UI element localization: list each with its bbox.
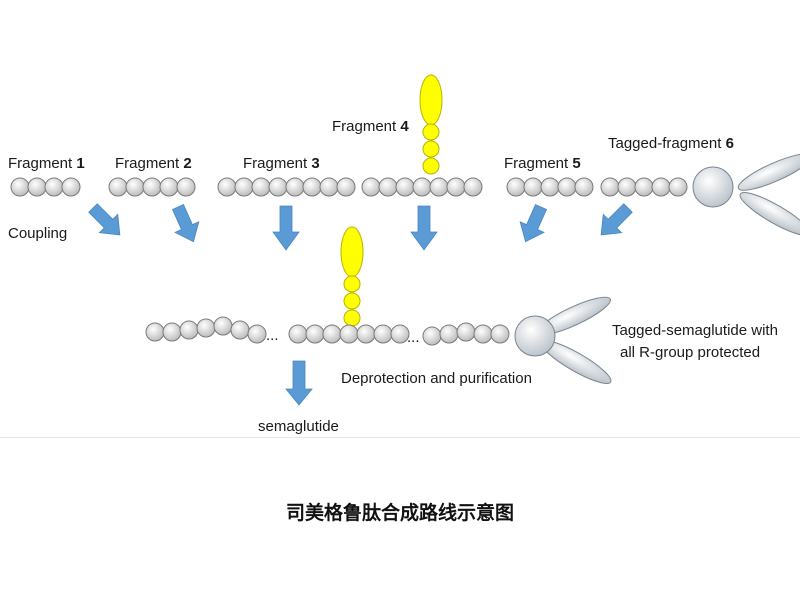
arrow-1 bbox=[88, 203, 121, 236]
arrow-4 bbox=[410, 205, 438, 251]
ellipsis-1: ... bbox=[266, 327, 279, 344]
fragment-1-label: Fragment 1 bbox=[8, 155, 85, 172]
arrow-5 bbox=[519, 204, 548, 243]
fragment-5-chain bbox=[506, 177, 594, 197]
figure-caption: 司美格鲁肽合成路线示意图 bbox=[285, 502, 514, 524]
coupling-arrows bbox=[88, 203, 633, 406]
fragment-6-label: Tagged-fragment 6 bbox=[608, 135, 734, 152]
fragment-3-label: Fragment 3 bbox=[243, 155, 320, 172]
tagged-semaglutide-label-line2: all R-group protected bbox=[620, 344, 760, 361]
ellipsis-2: ... bbox=[407, 329, 420, 346]
deprotection-label: Deprotection and purification bbox=[341, 370, 532, 387]
divider bbox=[0, 437, 800, 438]
fragment-2-chain bbox=[108, 177, 196, 197]
fragment-2-label: Fragment 2 bbox=[115, 155, 192, 172]
fragment-3-chain bbox=[217, 177, 356, 197]
coupling-label: Coupling bbox=[8, 225, 67, 242]
arrow-2 bbox=[171, 204, 200, 243]
tagged-semaglutide-label-line1: Tagged-semaglutide with bbox=[612, 322, 778, 339]
arrow-3 bbox=[272, 205, 300, 251]
fragment-4-label: Fragment 4 bbox=[332, 118, 409, 135]
fragment-6-tagged-chain bbox=[600, 153, 800, 236]
arrow-deprotection bbox=[285, 360, 313, 406]
semaglutide-label: semaglutide bbox=[258, 418, 339, 435]
fragment-5-label: Fragment 5 bbox=[504, 155, 581, 172]
assembled-chain bbox=[145, 226, 612, 384]
arrow-6 bbox=[600, 203, 633, 236]
fragment-1-chain bbox=[10, 177, 81, 197]
fragment-4-chain bbox=[361, 74, 483, 197]
